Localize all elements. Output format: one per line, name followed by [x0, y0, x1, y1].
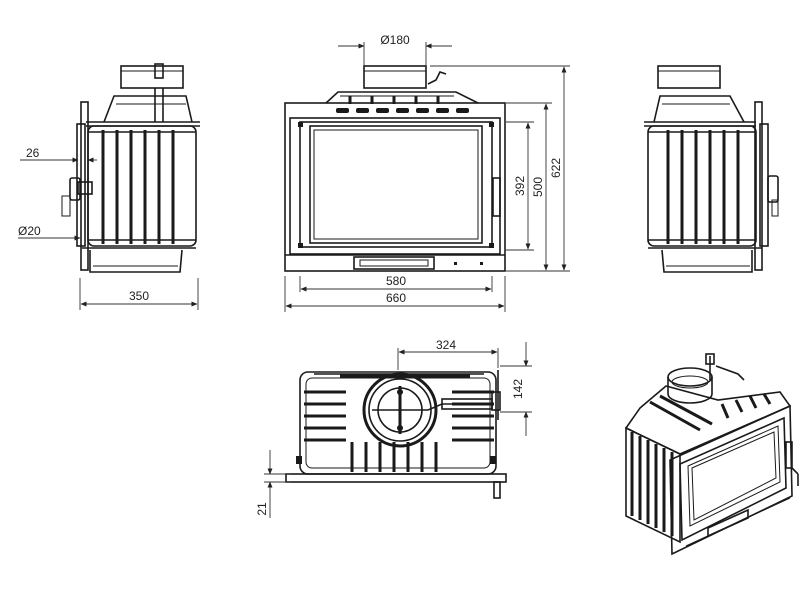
dim-glass-width: 580: [386, 274, 406, 288]
dim-flue-offset: 324: [436, 338, 456, 352]
left-side-view: [61, 63, 200, 273]
top-view-dimensions: 324 142 21: [255, 338, 532, 518]
right-ribs: [666, 130, 740, 244]
isometric-view: [624, 353, 799, 556]
dim-door-height: 500: [531, 177, 545, 197]
top-view: [285, 370, 507, 499]
front-view-dimensions: Ø180 580 660 392 500 622: [284, 33, 570, 312]
dim-total-height: 622: [549, 158, 563, 178]
dim-side-depth: 350: [129, 289, 149, 303]
dim-flue-depth: 142: [511, 379, 525, 399]
dim-total-width: 660: [386, 291, 406, 305]
dim-side-offset: 26: [26, 146, 40, 160]
right-side-view: [644, 65, 779, 273]
dim-flue-diameter: Ø180: [380, 33, 410, 47]
left-side-dimensions: 350 26 Ø20: [18, 146, 199, 310]
dim-base-height: 21: [255, 502, 269, 516]
dim-glass-height: 392: [513, 176, 527, 196]
left-ribs: [101, 130, 175, 244]
front-view: [284, 65, 506, 272]
dim-inlet-diameter: Ø20: [18, 224, 41, 238]
front-hood-slots: [336, 96, 469, 113]
iso-hood-ribs: [649, 393, 772, 432]
